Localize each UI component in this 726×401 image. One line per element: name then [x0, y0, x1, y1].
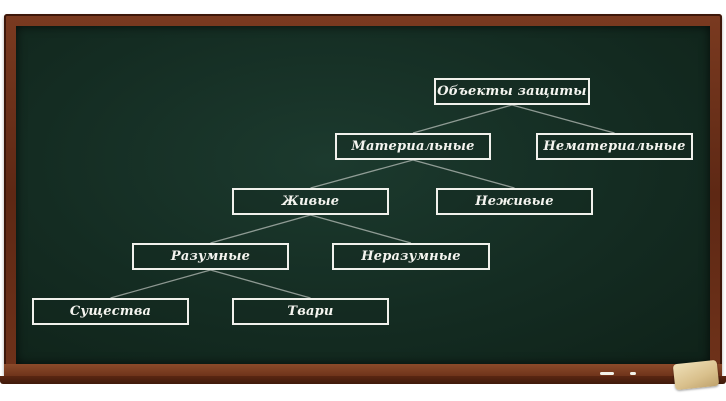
chalk-piece [630, 372, 636, 375]
node-immaterial: Нематериальные [536, 133, 693, 160]
chalk-tray-lip [0, 376, 726, 384]
node-label: Неживые [475, 194, 554, 209]
chalk-tray [4, 364, 722, 378]
node-label: Неразумные [361, 249, 461, 264]
chalk-piece [600, 372, 614, 375]
node-rational: Разумные [132, 243, 289, 270]
chalkboard-surface [16, 26, 710, 364]
eraser-sponge [672, 359, 720, 391]
node-creatures: Твари [232, 298, 389, 325]
node-label: Твари [287, 304, 334, 319]
node-irrational: Неразумные [332, 243, 490, 270]
node-objects-of-protection: Объекты защиты [434, 78, 590, 105]
node-material: Материальные [335, 133, 491, 160]
node-label: Объекты защиты [437, 84, 587, 99]
node-beings: Существа [32, 298, 189, 325]
node-label: Нематериальные [543, 139, 686, 154]
node-living: Живые [232, 188, 389, 215]
node-label: Живые [281, 194, 340, 209]
node-label: Материальные [351, 139, 475, 154]
node-nonliving: Неживые [436, 188, 593, 215]
node-label: Разумные [170, 249, 251, 264]
node-label: Существа [69, 304, 152, 319]
